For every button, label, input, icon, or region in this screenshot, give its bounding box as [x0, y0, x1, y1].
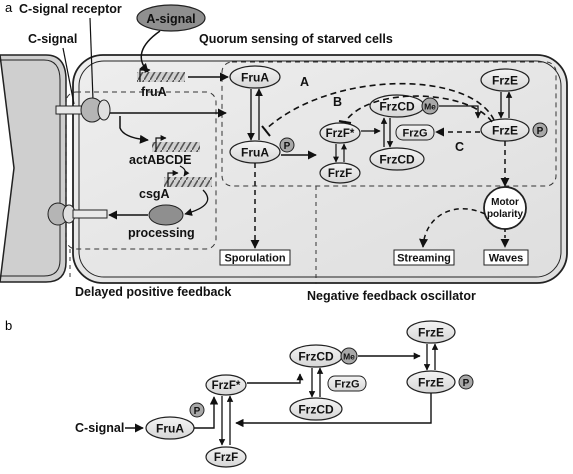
frzcd-node	[369, 147, 425, 171]
c-signal-receptor-top	[55, 97, 111, 123]
csgA-label: csgA	[139, 187, 170, 201]
frzf-b-node	[205, 446, 247, 468]
methyl-text-a: Me	[424, 102, 436, 112]
delayed-feedback-label: Delayed positive feedback	[75, 285, 231, 299]
csgA-gene-icon	[164, 177, 212, 187]
processing-label: processing	[128, 226, 195, 240]
frzf-star-b-text: FrzF*	[212, 380, 241, 392]
frzg-node	[395, 124, 435, 141]
c-signal-label: C-signal	[28, 32, 77, 46]
fruA-gene-icon	[137, 72, 185, 82]
frua-text: FruA	[241, 71, 269, 85]
c-signal-b-label: C-signal	[75, 421, 124, 435]
delayed-feedback-region	[65, 91, 217, 250]
actABCDE-gene-icon	[152, 142, 200, 152]
neighbor-cell	[0, 54, 67, 283]
frzg-text: FrzG	[402, 128, 427, 140]
frzf-star-b-node	[205, 374, 247, 396]
phospho-badge-frua	[279, 137, 295, 153]
frzf-star-node	[319, 122, 361, 144]
path-a-arc	[264, 82, 495, 131]
streaming-text: Streaming	[397, 253, 451, 265]
phospho-text-frua-b: P	[194, 406, 201, 417]
frze-b-text: FrzE	[418, 326, 444, 340]
motor-text-2: polarity	[487, 209, 524, 220]
motor-polarity-node	[483, 186, 527, 230]
c-signal-receptor-bottom	[47, 202, 108, 226]
fruA-gene-label: fruA	[141, 85, 167, 99]
frua-node	[229, 65, 281, 89]
starved-cell	[72, 54, 568, 284]
frze-p-text: FrzE	[492, 124, 518, 138]
frua-p-text: FruA	[241, 146, 269, 160]
phospho-badge-frze	[532, 122, 548, 138]
path-a-label: A	[300, 75, 309, 89]
streaming-box	[393, 249, 455, 266]
frzcd-b-text: FrzCD	[298, 403, 334, 417]
panel-b-letter: b	[5, 318, 12, 333]
phospho-text-frze: P	[537, 126, 544, 137]
phospho-text-frua: P	[284, 141, 291, 152]
frzf-node	[319, 162, 361, 184]
methyl-badge-b	[340, 347, 358, 365]
frze-node	[480, 68, 530, 92]
frzf-star-text: FrzF*	[326, 128, 355, 140]
frzf-b-text: FrzF	[214, 452, 238, 464]
a-signal-node	[136, 4, 206, 32]
negative-oscillator-label: Negative feedback oscillator	[307, 289, 476, 303]
methyl-badge-a	[421, 97, 439, 115]
frzcd-me-b-text: FrzCD	[298, 350, 334, 364]
frzg-b-node	[327, 375, 367, 392]
frze-b-node	[406, 320, 456, 344]
quorum-label: Quorum sensing of starved cells	[199, 32, 393, 46]
methyl-text-b: Me	[343, 352, 355, 362]
frua-b-text: FruA	[156, 422, 184, 436]
path-b-arc	[344, 95, 493, 123]
phospho-badge-frze-b	[458, 374, 474, 390]
path-c-label: C	[455, 140, 464, 154]
sporulation-box	[219, 249, 291, 266]
phospho-text-frze-b: P	[463, 378, 470, 389]
frze-text: FrzE	[492, 74, 518, 88]
frzcd-text: FrzCD	[379, 153, 415, 167]
a-signal-text: A-signal	[146, 12, 195, 26]
actABCDE-label: actABCDE	[129, 153, 192, 167]
oscillator-region	[221, 61, 557, 187]
phospho-badge-frua-b	[189, 402, 205, 418]
c-signal-receptor-label: C-signal receptor	[19, 2, 122, 16]
waves-text: Waves	[489, 253, 523, 265]
frze-p-b-text: FrzE	[418, 376, 444, 390]
frzcd-me-text: FrzCD	[379, 100, 415, 114]
frzg-b-text: FrzG	[334, 379, 359, 391]
motor-text-1: Motor	[491, 197, 519, 208]
waves-box	[483, 249, 529, 266]
sporulation-text: Sporulation	[224, 253, 285, 265]
frzf-text: FrzF	[328, 168, 352, 180]
frzcd-b-node	[289, 397, 343, 421]
csgA-protein-node	[148, 204, 184, 226]
path-b-label: B	[333, 95, 342, 109]
panel-a-letter: a	[5, 0, 13, 15]
